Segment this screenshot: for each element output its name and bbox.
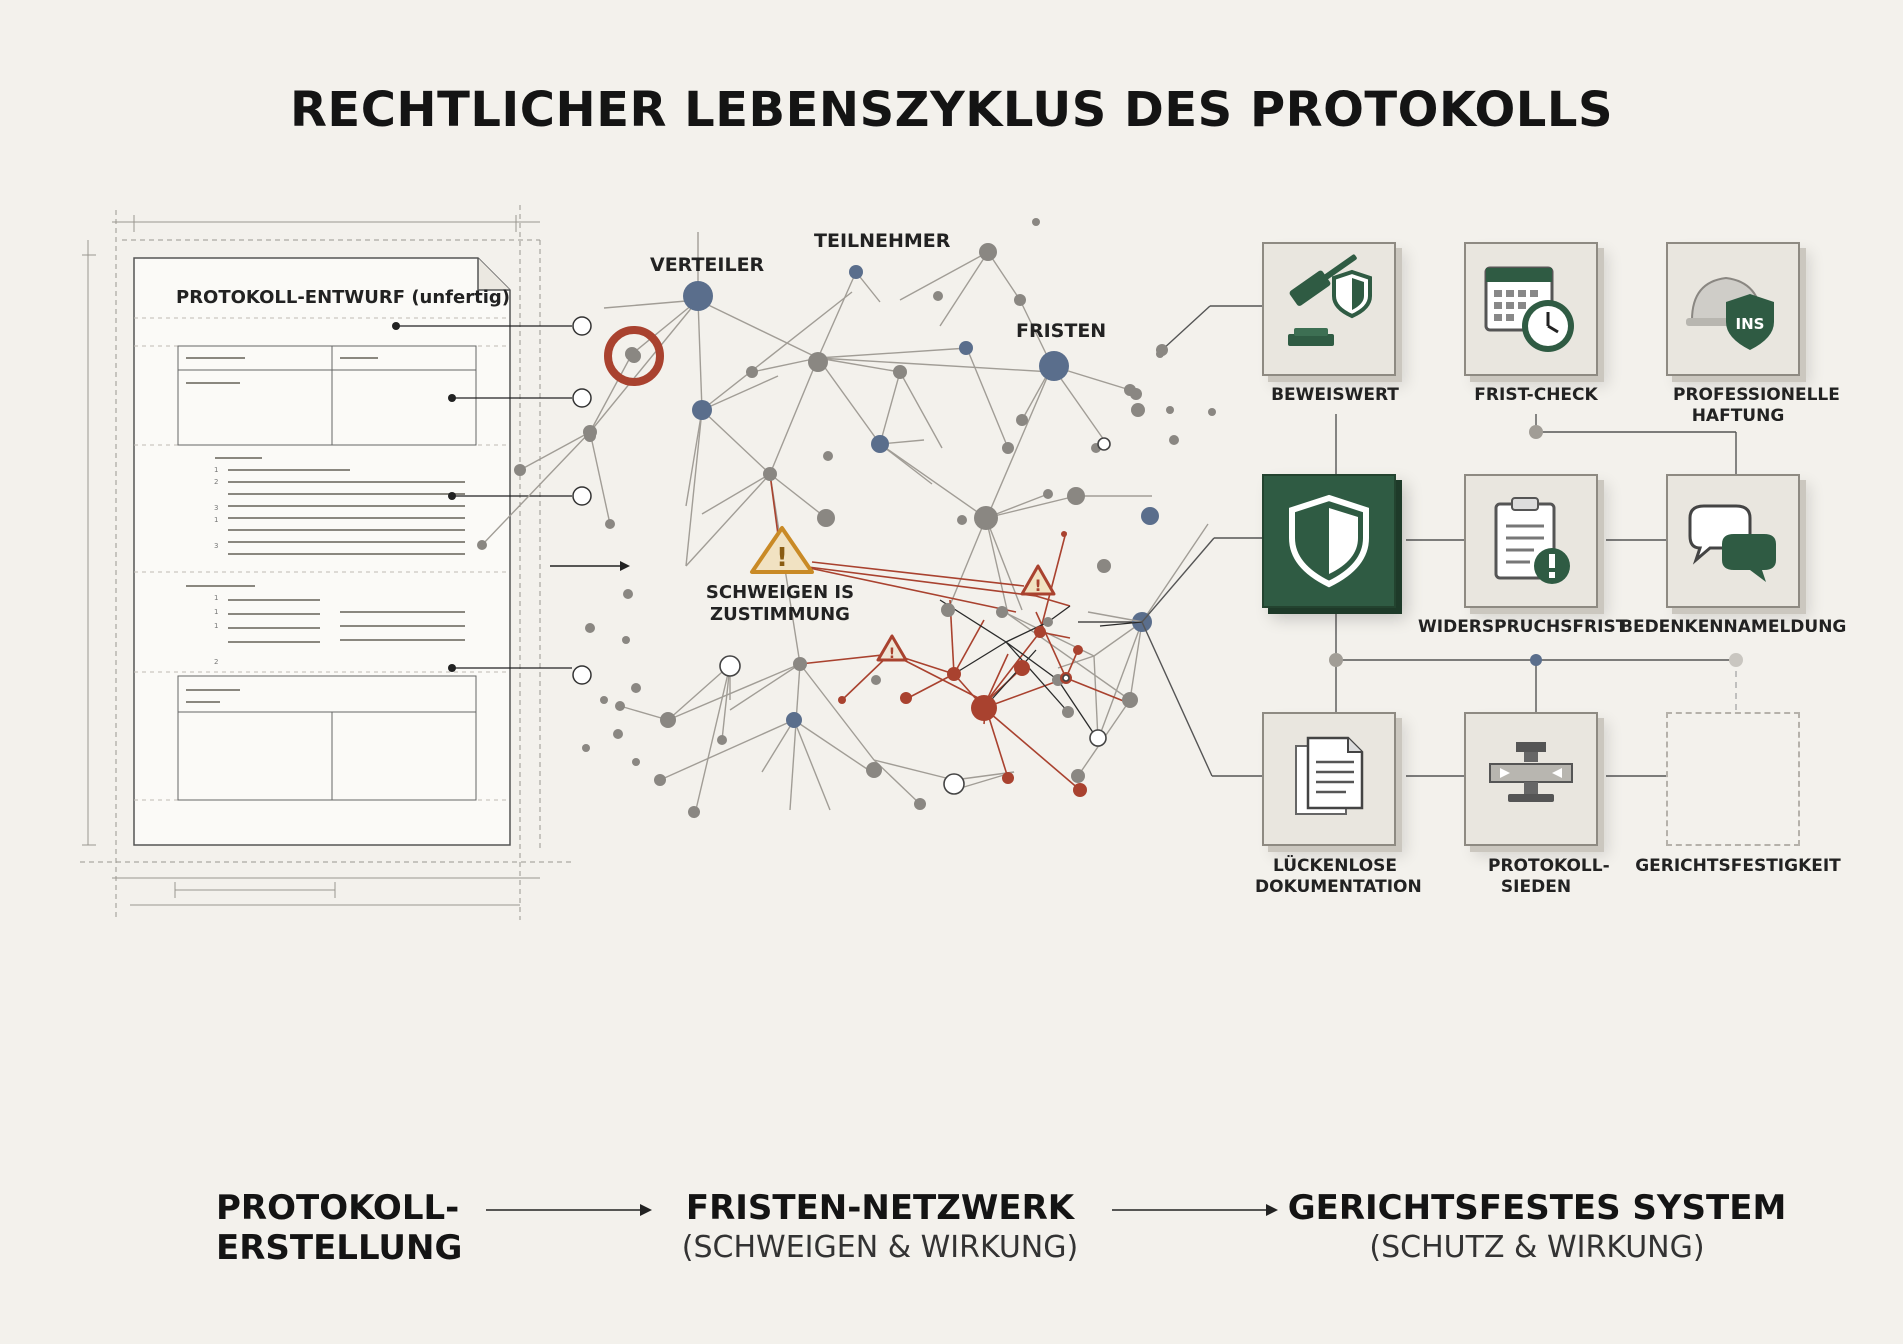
label-frist-check: FRIST-CHECK [1474, 385, 1598, 405]
calendar-clock-icon [1484, 266, 1574, 352]
svg-text:2: 2 [214, 478, 218, 486]
box-beweiswert [1262, 242, 1396, 376]
svg-text:1: 1 [214, 622, 218, 630]
warning-icon: ! [1020, 564, 1056, 596]
box-shield [1262, 474, 1396, 608]
label-widerspruchsfrist: WIDERSPRUCHSFRIST [1418, 617, 1628, 637]
blueprint-guides [80, 205, 575, 920]
svg-text:3: 3 [214, 504, 218, 512]
network-label-verteiler: VERTEILER [650, 254, 765, 276]
svg-text:2: 2 [214, 658, 218, 666]
shield-icon [1289, 494, 1369, 588]
gavel-icon [1288, 254, 1372, 346]
stage-subtitle-system: (SCHUTZ & WIRKUNG) [1369, 1230, 1705, 1265]
label-haftung: PROFESSIONELLE HAFTUNG [1673, 385, 1840, 426]
warning-icon: ! [876, 634, 908, 662]
svg-text:1: 1 [214, 594, 218, 602]
label-protokoll-sieden: PROTOKOLL-SIEDEN [1488, 856, 1610, 897]
documents-icon [1295, 736, 1364, 815]
chat-bubbles-icon [1688, 504, 1776, 582]
box-bedenkenanmeldung [1666, 474, 1800, 608]
stage-title-erstellung: PROTOKOLL-ERSTELLUNG [216, 1188, 463, 1268]
stage-title-netzwerk: FRISTEN-NETZWERK [685, 1188, 1075, 1228]
svg-text:!: ! [889, 646, 895, 662]
label-bedenkenanmeldung: BEDENKENNAMELDUNG [1620, 617, 1847, 637]
network-label-schweigen: SCHWEIGEN IS ZUSTIMMUNG [705, 582, 855, 625]
helmet-badge-text: INS [1736, 315, 1765, 333]
network-link-edges [939, 599, 1142, 741]
flow-arrow-left [550, 561, 630, 571]
network-edges [481, 232, 1209, 819]
helmet-shield-icon: INS [1686, 276, 1774, 350]
system-connectors [1141, 305, 1737, 777]
stage-title-system: GERICHTSFESTES SYSTEM [1287, 1188, 1787, 1228]
clipboard-alert-icon [1494, 497, 1570, 584]
label-dokumentation: LÜCKENLOSE DOKUMENTATION [1255, 856, 1422, 897]
box-protokoll-sieden [1464, 712, 1598, 846]
network-nodes [477, 218, 1216, 818]
box-haftung: INS [1666, 242, 1800, 376]
document-label: PROTOKOLL-ENTWURF (unfertig) [176, 287, 510, 308]
warning-icon: ! [750, 526, 814, 574]
press-icon [1489, 742, 1573, 802]
svg-text:!: ! [1034, 576, 1041, 595]
box-widerspruchsfrist [1464, 474, 1598, 608]
svg-text:1: 1 [214, 516, 218, 524]
box-gerichtsfestigkeit [1666, 712, 1800, 846]
box-frist-check [1464, 242, 1598, 376]
label-gerichtsfestigkeit: GERICHTSFESTIGKEIT [1635, 856, 1841, 876]
network-label-fristen: FRISTEN [1016, 320, 1107, 342]
label-beweiswert: BEWEISWERT [1271, 385, 1399, 405]
box-dokumentation [1262, 712, 1396, 846]
svg-text:1: 1 [214, 466, 218, 474]
svg-text:3: 3 [214, 542, 218, 550]
svg-text:!: ! [776, 543, 788, 573]
network-label-teilnehmer: TEILNEHMER [814, 230, 951, 252]
protocol-document: 1 2 3 1 3 1 1 1 2 [133, 257, 592, 846]
page-title: RECHTLICHER LEBENSZYKLUS DES PROTOKOLLS [289, 82, 1614, 138]
svg-text:1: 1 [214, 608, 218, 616]
stage-subtitle-netzwerk: (SCHWEIGEN & WIRKUNG) [681, 1230, 1079, 1265]
